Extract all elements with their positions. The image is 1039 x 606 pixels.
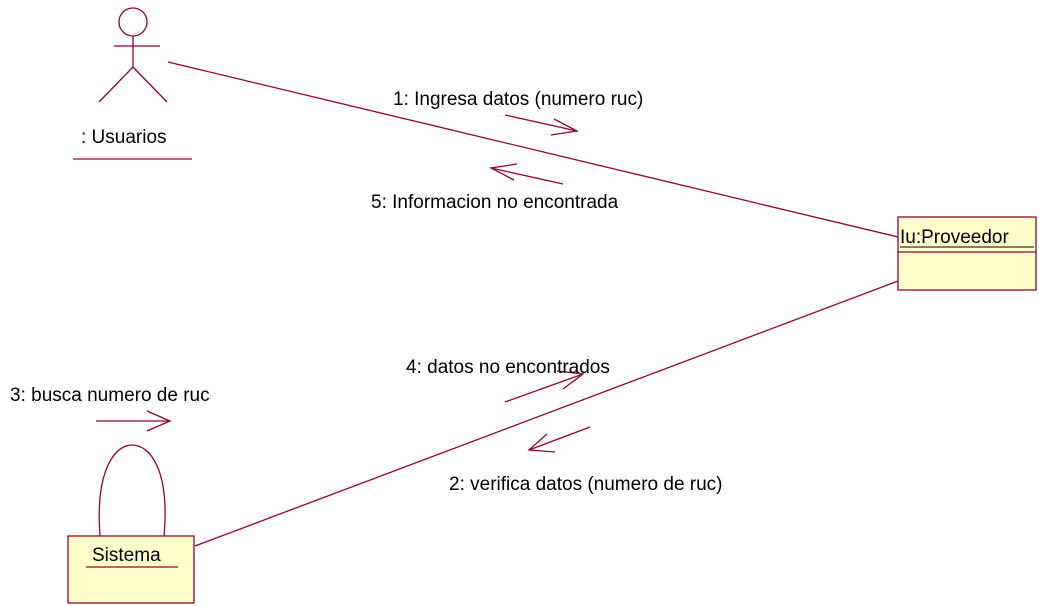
- message-label-5: 5: Informacion no encontrada: [371, 192, 619, 213]
- actor-usuarios[interactable]: : Usuarios: [73, 7, 192, 160]
- message-arrow-3: [96, 410, 172, 432]
- message-arrow-5: [488, 163, 564, 185]
- sistema-box: [67, 535, 195, 604]
- message-arrow-2: [527, 426, 591, 453]
- message-label-1: 1: Ingresa datos (numero ruc): [393, 89, 643, 110]
- actor-name: : Usuarios: [81, 127, 167, 148]
- message-label-4: 4: datos no encontrados: [406, 357, 610, 378]
- proveedor-box: [897, 216, 1037, 291]
- link-usuarios-proveedor: [167, 61, 899, 238]
- message-arrow-4: [504, 370, 585, 403]
- link-proveedor-sistema: [194, 280, 899, 547]
- message-label-3: 3: busca numero de ruc: [10, 385, 210, 406]
- actor-leg-right: [132, 66, 168, 103]
- proveedor-name: Iu:Proveedor: [900, 227, 1009, 248]
- actor-leg-left: [98, 66, 134, 103]
- object-proveedor[interactable]: Iu:Proveedor: [897, 216, 1037, 291]
- object-sistema[interactable]: Sistema: [67, 535, 195, 604]
- actor-head: [118, 7, 148, 37]
- message-arrow-1: [504, 114, 580, 136]
- self-link-sistema: [98, 444, 166, 537]
- message-label-2: 2: verifica datos (numero de ruc): [449, 474, 723, 495]
- sistema-name: Sistema: [92, 545, 161, 566]
